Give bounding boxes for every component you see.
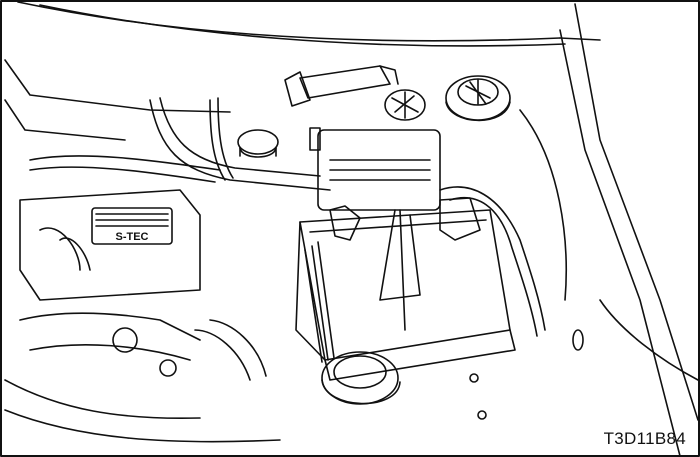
power-steering-cap [237, 129, 279, 158]
battery-terminal-negative [329, 205, 361, 241]
washer-fluid-cap [321, 351, 401, 405]
right-fender [469, 3, 699, 457]
left-body-panel [4, 59, 281, 443]
hoses [29, 97, 546, 337]
figure-code: T3D11B84 [603, 429, 686, 448]
engine-cover [19, 189, 201, 301]
hood-edge [17, 1, 601, 47]
battery-terminal-positive [439, 197, 481, 241]
engine-block-lower [19, 312, 267, 381]
coolant-reservoir-cap [445, 75, 511, 122]
wiper-motor [284, 65, 399, 107]
brake-fluid-reservoir [309, 89, 441, 211]
engine-badge-text: S-TEC [116, 231, 149, 243]
battery [295, 197, 516, 381]
